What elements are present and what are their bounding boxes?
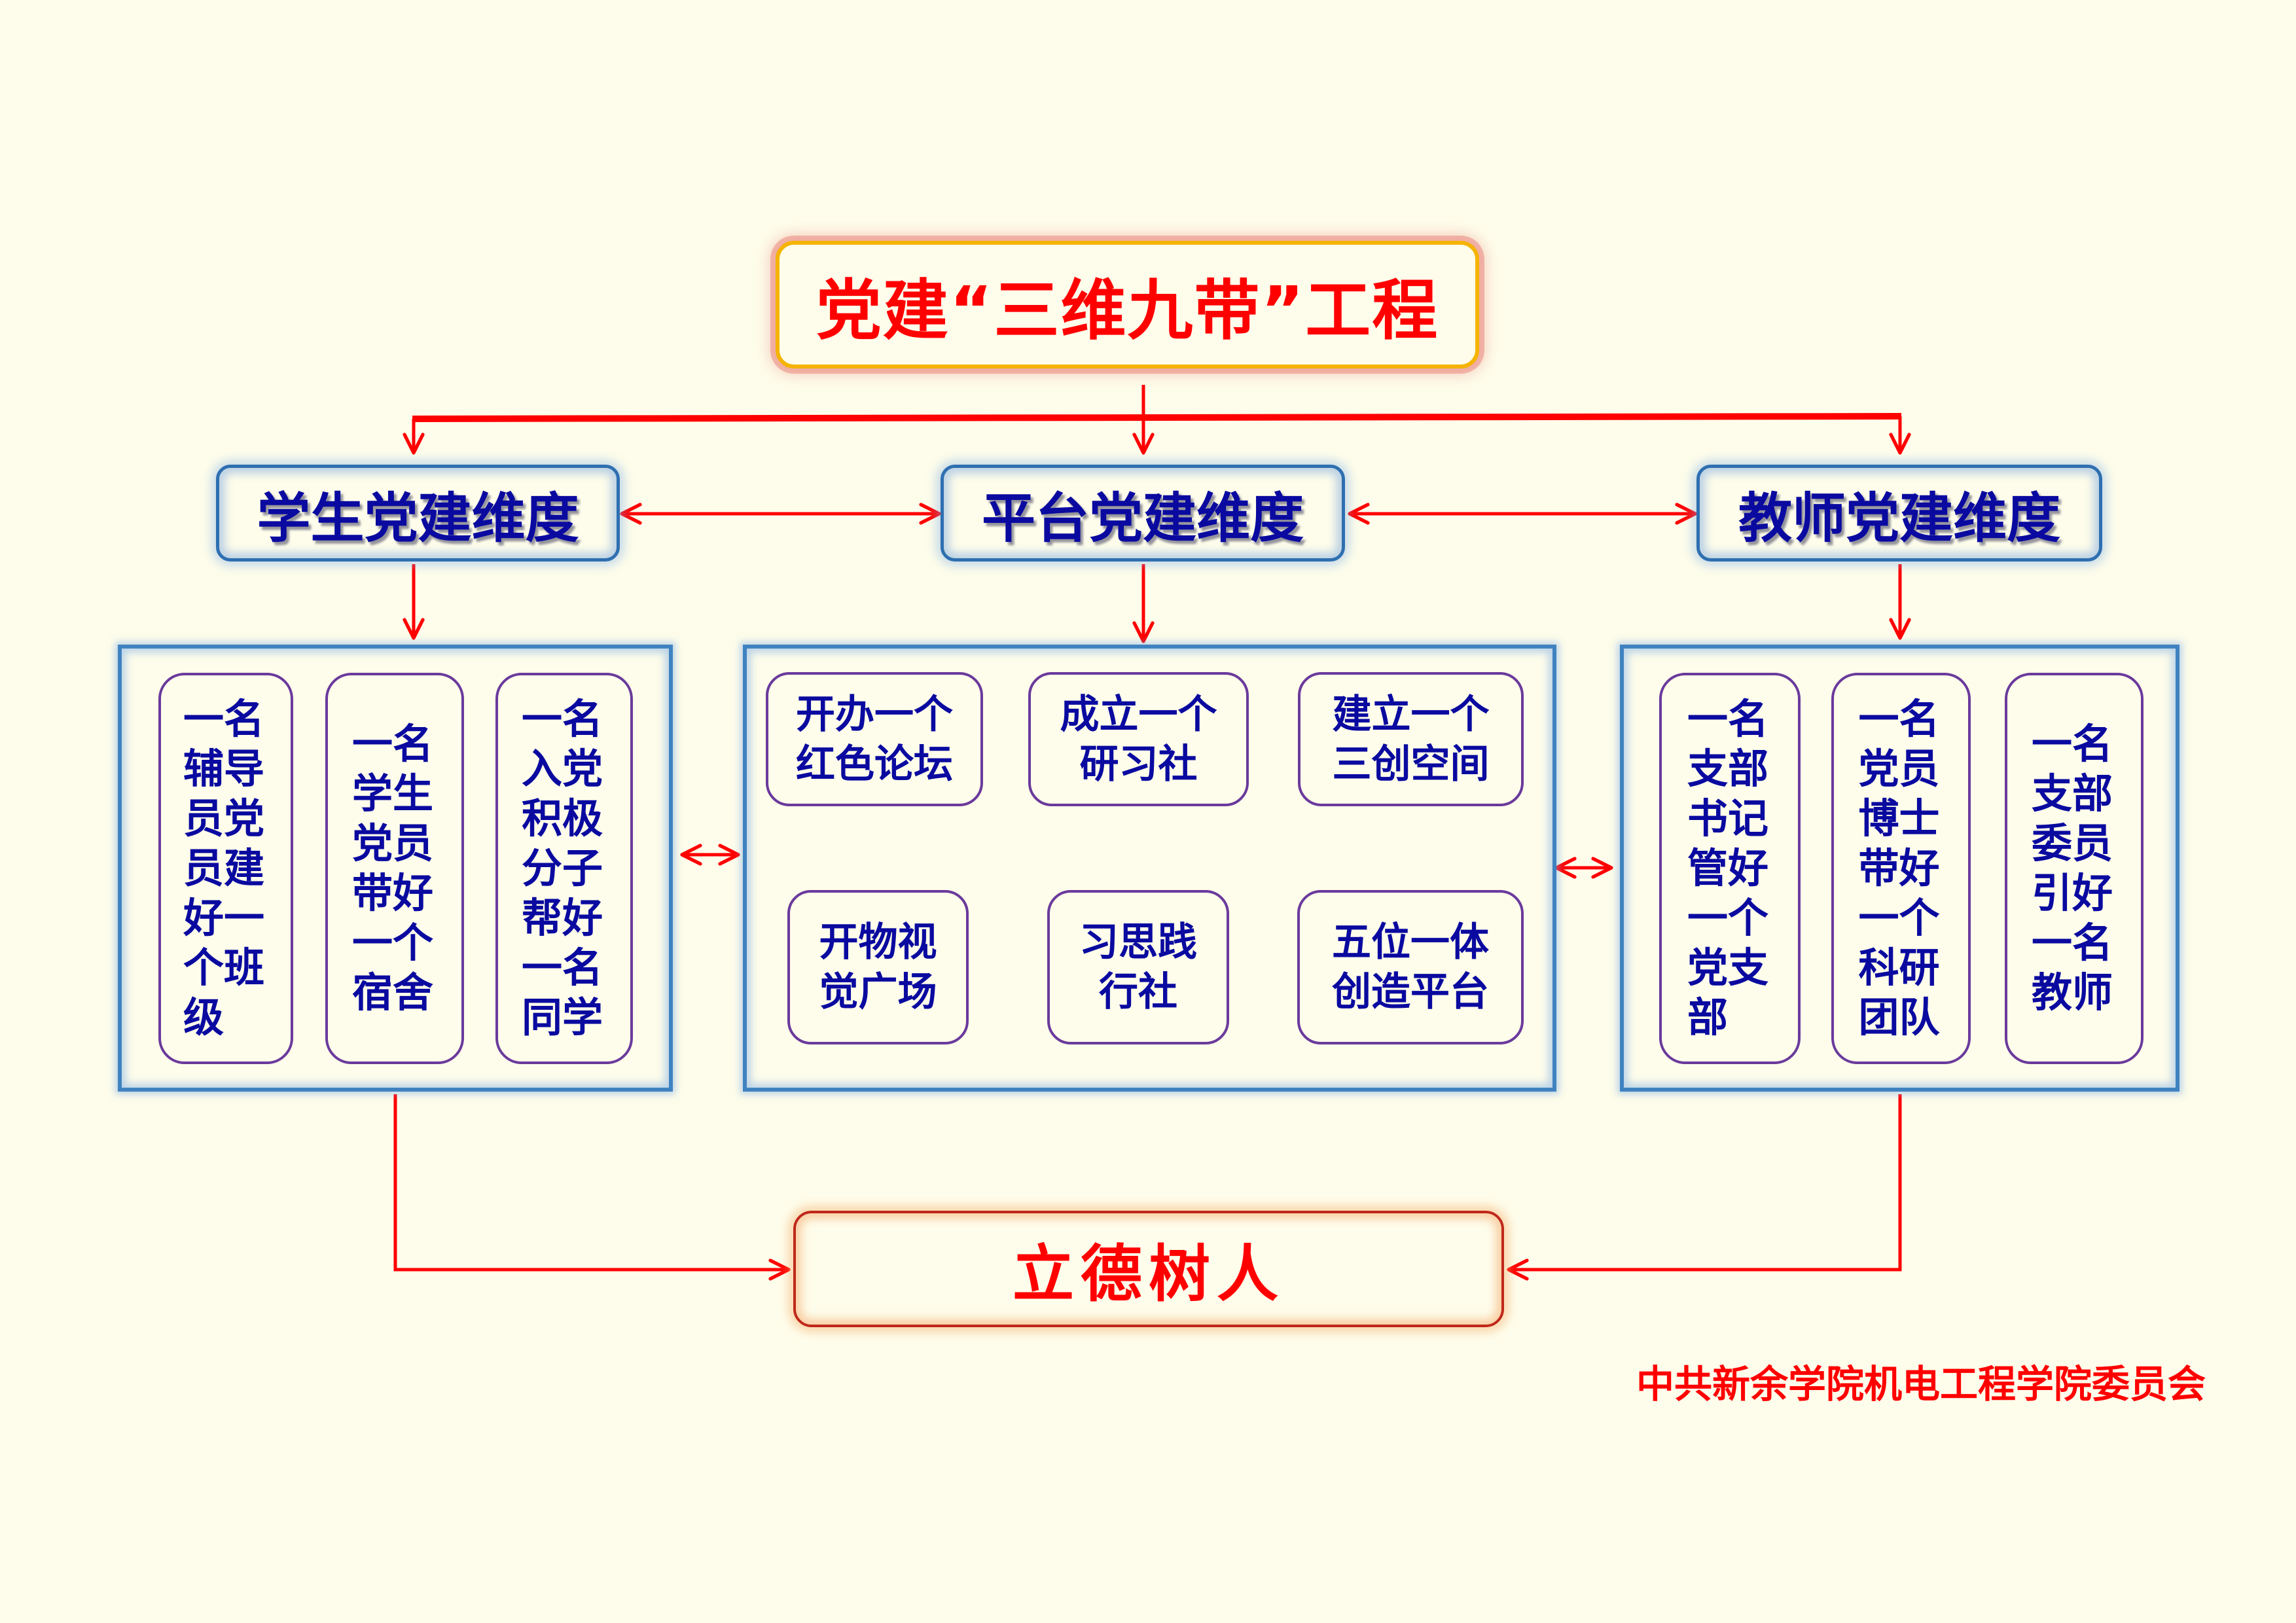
platform-bottom-card-1-line1: 开物视 xyxy=(819,919,937,965)
teacher-card-2: 一名党员博士带好一个科研团队 xyxy=(1831,673,1971,1064)
platform-bottom-card-2-line1: 习思践 xyxy=(1079,919,1197,965)
platform-top-card-1-line1: 开办一个 xyxy=(796,691,953,738)
branch-bar xyxy=(412,413,1902,422)
student-card-1: 一名辅导员党员建好一个班级 xyxy=(158,673,293,1064)
platform-top-card-1-line2: 红色论坛 xyxy=(796,741,953,787)
teacher-card-3: 一名支部委员引好一名教师 xyxy=(2005,673,2144,1064)
platform-bottom-card-1: 开物视觉广场 xyxy=(787,890,969,1044)
platform-top-card-3-line2: 三创空间 xyxy=(1332,741,1490,787)
student-card-2: 一名学生党员带好一个宿舍 xyxy=(325,673,464,1064)
organization-footer: 中共新余学院机电工程学院委员会 xyxy=(1636,1362,2206,1406)
platform-bottom-card-3-line2: 创造平台 xyxy=(1332,969,1489,1015)
teacher-card-2-text: 一名党员博士带好一个科研团队 xyxy=(1858,695,1940,1041)
platform-top-card-2-line1: 成立一个 xyxy=(1060,691,1217,738)
arrow-student-to-goal xyxy=(393,1094,791,1281)
platform-bottom-card-2-line2: 行社 xyxy=(1099,969,1177,1015)
goal-box: 立德树人 xyxy=(793,1211,1504,1327)
platform-top-card-3: 建立一个三创空间 xyxy=(1298,672,1524,806)
platform-bottom-card-2: 习思践行社 xyxy=(1047,890,1229,1044)
platform-top-card-2-line2: 研习社 xyxy=(1079,741,1198,787)
arrow-teacher-to-goal xyxy=(1507,1094,1902,1281)
platform-bottom-card-1-line2: 觉广场 xyxy=(819,969,937,1015)
platform-bottom-card-3-line1: 五位一体 xyxy=(1332,919,1489,965)
platform-top-card-2: 成立一个研习社 xyxy=(1028,672,1249,806)
student-card-3-text: 一名入党积极分子帮好一名同学 xyxy=(522,695,603,1041)
dimension-platform: 平台党建维度 xyxy=(941,465,1345,562)
student-card-3: 一名入党积极分子帮好一名同学 xyxy=(495,673,633,1064)
teacher-card-1: 一名支部书记管好一个党支部 xyxy=(1659,673,1801,1064)
student-card-1-text: 一名辅导员党员建好一个班级 xyxy=(183,695,265,1041)
platform-bottom-card-3: 五位一体创造平台 xyxy=(1297,890,1524,1044)
dimension-teacher: 教师党建维度 xyxy=(1696,465,2102,562)
student-card-2-text: 一名学生党员带好一个宿舍 xyxy=(352,720,434,1016)
teacher-card-1-text: 一名支部书记管好一个党支部 xyxy=(1687,695,1769,1041)
platform-top-card-1: 开办一个红色论坛 xyxy=(766,672,983,806)
dimension-student: 学生党建维度 xyxy=(216,465,620,562)
project-title: 党建“三维九带”工程 xyxy=(776,241,1479,368)
teacher-card-3-text: 一名支部委员引好一名教师 xyxy=(2032,720,2113,1016)
platform-top-card-3-line1: 建立一个 xyxy=(1332,691,1490,738)
